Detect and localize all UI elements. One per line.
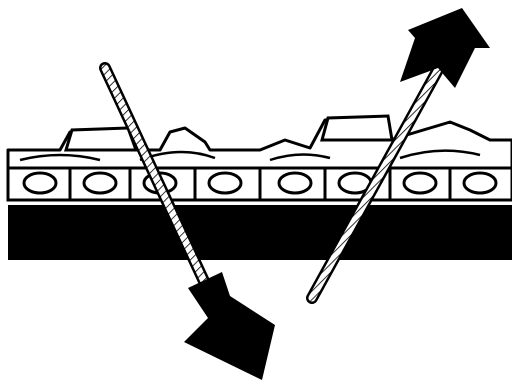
guide-bar bbox=[8, 205, 512, 260]
cutter-left bbox=[63, 126, 139, 152]
cutter-right bbox=[320, 114, 394, 142]
chain-rivets bbox=[22, 171, 498, 195]
arrow-down-left-icon bbox=[184, 272, 275, 380]
file-left bbox=[99, 62, 221, 311]
saw-chain bbox=[6, 114, 512, 202]
file-right bbox=[306, 60, 446, 304]
arrow-up-right-icon bbox=[400, 8, 490, 88]
